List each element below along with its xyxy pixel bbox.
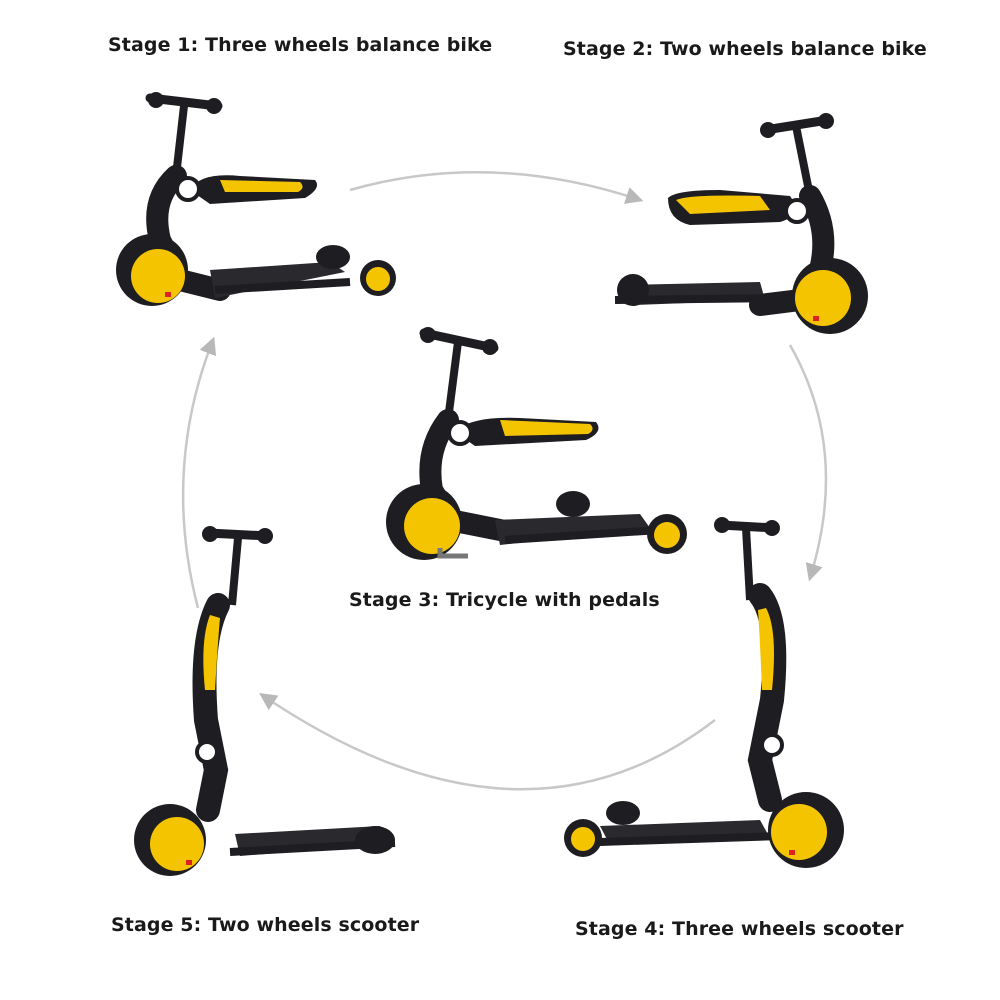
stage-3-tricycle-image — [386, 327, 687, 560]
stage-1-balance-bike-image — [116, 92, 396, 306]
arrow-stage2-to-stage4 — [788, 344, 828, 582]
cycle-arrows — [181, 170, 828, 791]
arrow-stage4-to-stage5 — [259, 693, 716, 791]
stage-2-label: Stage 2: Two wheels balance bike — [563, 38, 927, 60]
stage-4-scooter-image — [564, 517, 844, 868]
stage-4-label: Stage 4: Three wheels scooter — [575, 918, 904, 940]
arrow-stage1-to-stage2 — [349, 170, 644, 204]
stage-5-label: Stage 5: Two wheels scooter — [111, 914, 420, 936]
arrow-stage5-to-stage1 — [181, 336, 217, 609]
stage-5-scooter-image — [134, 526, 396, 876]
stage-1-label: Stage 1: Three wheels balance bike — [108, 34, 493, 56]
stage-2-balance-bike-image — [614, 113, 868, 334]
stage-3-label: Stage 3: Tricycle with pedals — [349, 589, 660, 611]
